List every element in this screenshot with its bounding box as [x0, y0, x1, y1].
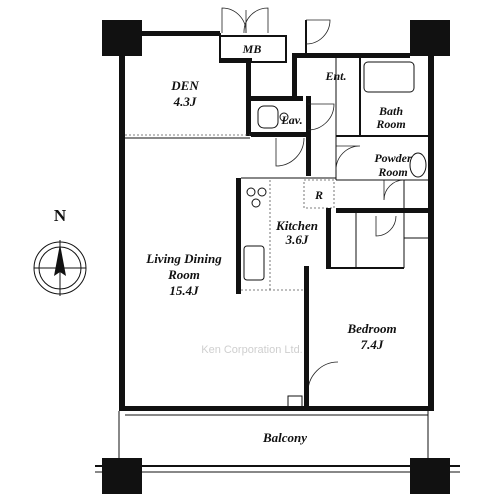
- west-wall: [119, 56, 125, 408]
- room-size-living: 15.4J: [169, 283, 199, 298]
- compass-north-label: N: [54, 206, 67, 225]
- room-label-powder: Powder: [374, 151, 412, 165]
- lav-sink: [279, 112, 289, 122]
- room-size-kitchen: 3.6J: [285, 232, 309, 247]
- powder-sink: [409, 152, 427, 178]
- refrigerator-space: [303, 179, 335, 209]
- room-label-kitchen: Kitchen: [275, 218, 318, 233]
- structural-columns: [102, 20, 450, 494]
- balcony: [95, 411, 460, 473]
- stove-burner: [257, 187, 267, 197]
- room-label-bedroom: Bedroom: [346, 321, 396, 336]
- compass: N: [33, 206, 87, 296]
- column-bottom-right: [410, 458, 450, 494]
- kitchen-area: [236, 177, 336, 294]
- room-label-bath: Bath: [378, 104, 403, 118]
- toilet: [257, 105, 279, 129]
- bedroom-walls: [287, 266, 309, 409]
- bathtub: [363, 61, 415, 93]
- room-label-ent: Ent.: [324, 69, 346, 83]
- meter-box: [219, 35, 287, 63]
- east-wall: [428, 56, 434, 408]
- stove-burner: [251, 198, 261, 208]
- room-label-den: DEN: [170, 78, 199, 93]
- room-size-den: 4.3J: [173, 94, 197, 109]
- room-label-powder-room: Room: [377, 165, 407, 179]
- room-size-bedroom: 7.4J: [361, 337, 384, 352]
- entrance-door: [221, 7, 331, 45]
- closets: [326, 208, 428, 269]
- north-arrow-icon: [54, 244, 66, 276]
- south-wall: [119, 406, 434, 411]
- room-label-lav: Lav.: [280, 113, 302, 127]
- room-label-bath-room: Room: [375, 117, 405, 131]
- room-label-mb: MB: [242, 42, 262, 56]
- label-refrigerator: R: [314, 188, 323, 202]
- room-label-living-dining: Living Dining: [145, 251, 222, 266]
- wet-area-walls: [251, 56, 428, 213]
- room-label-balcony: Balcony: [262, 430, 307, 445]
- den-walls: [125, 62, 251, 139]
- column-top-left: [102, 20, 142, 56]
- column-top-right: [410, 20, 450, 56]
- stove-burner: [246, 187, 256, 197]
- watermark: Ken Corporation Ltd.: [201, 344, 303, 356]
- room-label-living-room: Room: [167, 267, 200, 282]
- kitchen-sink: [243, 245, 265, 281]
- column-bottom-left: [102, 458, 142, 494]
